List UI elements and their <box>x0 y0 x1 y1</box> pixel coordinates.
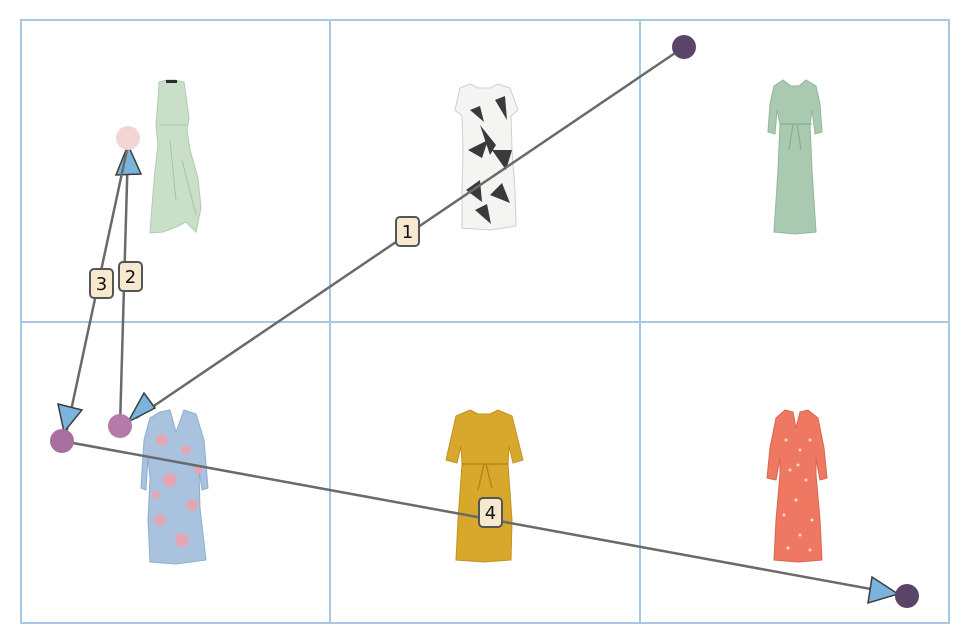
product-image[interactable] <box>454 83 519 231</box>
cell-marker[interactable] <box>108 414 132 438</box>
markers <box>50 35 919 608</box>
arrow-head-4 <box>867 575 900 605</box>
dress-shape <box>767 79 823 235</box>
step-label-text: 1 <box>402 222 413 243</box>
product-image[interactable] <box>149 79 202 234</box>
step-label-box <box>89 268 114 299</box>
step-label-box <box>395 216 420 247</box>
product-image[interactable] <box>766 409 828 563</box>
dress-detail <box>160 124 197 216</box>
arrow-head-1 <box>126 391 157 424</box>
cell-marker[interactable] <box>116 126 140 150</box>
dress-shape <box>140 409 209 565</box>
dot-print <box>782 438 814 552</box>
step-label-1: 1 <box>395 216 420 247</box>
start-marker[interactable] <box>672 35 696 59</box>
dress-shape <box>766 409 828 563</box>
step-label-text: 4 <box>485 503 496 524</box>
product-image[interactable] <box>140 409 209 565</box>
step-label-2: 2 <box>118 261 143 292</box>
cell-marker[interactable] <box>50 429 74 453</box>
arrow-head-3 <box>57 402 84 434</box>
step-labels: 1 2 3 4 <box>89 216 503 528</box>
step-label-box <box>478 497 503 528</box>
step-label-text: 2 <box>125 267 136 288</box>
dress-detail <box>462 463 508 491</box>
palm-leaf-print <box>466 96 512 224</box>
dress-collar <box>166 80 177 83</box>
dress-detail <box>780 123 812 151</box>
step-label-3: 3 <box>89 268 114 299</box>
product-image[interactable] <box>767 79 823 235</box>
step-label-box <box>118 261 143 292</box>
step-label-4: 4 <box>478 497 503 528</box>
dress-shape <box>445 409 524 563</box>
end-marker[interactable] <box>895 584 919 608</box>
dress-shape <box>149 79 202 234</box>
product-image[interactable] <box>445 409 524 563</box>
floral-print <box>152 434 202 547</box>
grid <box>20 19 950 624</box>
step-label-text: 3 <box>96 274 107 295</box>
